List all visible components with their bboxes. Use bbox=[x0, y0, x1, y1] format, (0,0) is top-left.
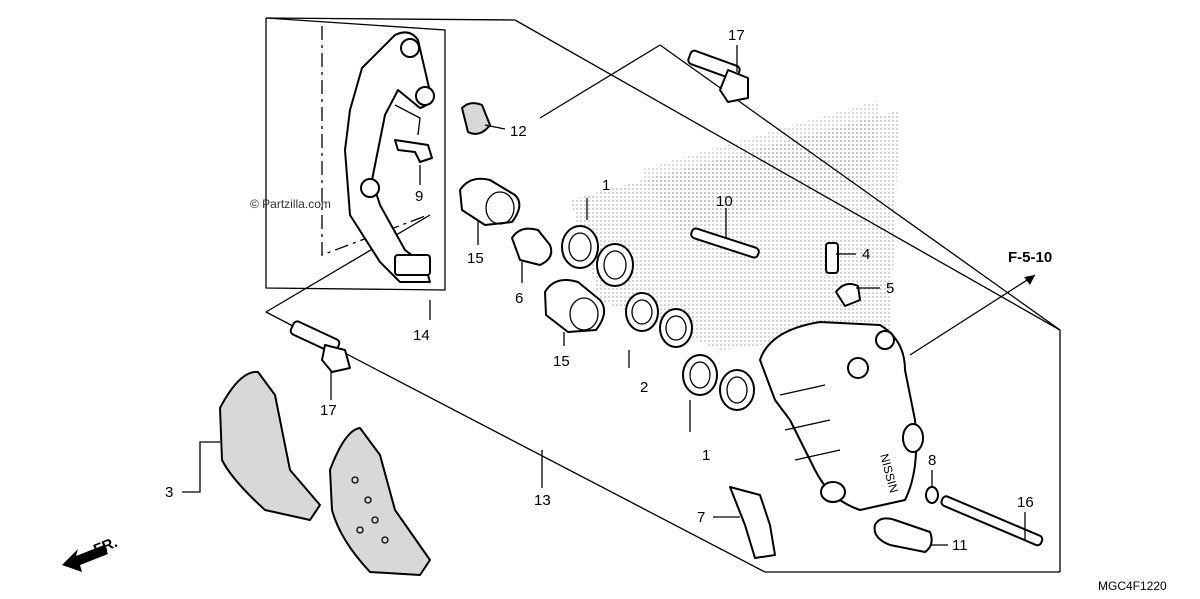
callout-4: 4 bbox=[862, 246, 870, 263]
front-direction-arrow bbox=[62, 545, 108, 572]
caliper-bracket-14[interactable] bbox=[344, 31, 435, 283]
piston-6[interactable] bbox=[511, 227, 553, 266]
watermark-text: © Partzilla.com bbox=[250, 197, 331, 211]
bleeder-screw-4[interactable] bbox=[825, 242, 839, 274]
pad-spring-9[interactable] bbox=[394, 139, 433, 163]
piston-seal-2[interactable] bbox=[625, 292, 693, 348]
pad-spring-7[interactable] bbox=[729, 486, 776, 559]
callout-8: 8 bbox=[928, 452, 936, 469]
brake-pads-3[interactable] bbox=[219, 370, 431, 576]
callout-11: 11 bbox=[952, 537, 968, 554]
callout-17-lower: 17 bbox=[320, 402, 337, 419]
callout-17-upper: 17 bbox=[728, 27, 745, 44]
callouts: 17 12 9 1 10 4 5 F-5-10 15 6 15 2 14 17 … bbox=[165, 27, 1052, 554]
callout-10: 10 bbox=[716, 193, 733, 210]
pin-bolt-10[interactable] bbox=[690, 227, 760, 259]
piston-15-upper[interactable] bbox=[459, 177, 521, 226]
callout-12: 12 bbox=[510, 123, 527, 140]
piston-seal-1-lower[interactable] bbox=[682, 354, 755, 411]
leader-lines bbox=[182, 45, 1036, 546]
pin-16[interactable] bbox=[940, 495, 1044, 547]
callout-15-upper: 15 bbox=[467, 250, 484, 267]
piston-15-lower[interactable] bbox=[544, 279, 606, 333]
bolt-17-upper[interactable] bbox=[687, 49, 749, 103]
callout-5: 5 bbox=[886, 280, 894, 297]
boot-12[interactable] bbox=[461, 102, 491, 135]
direction-label: FR. bbox=[91, 534, 120, 559]
bolt-17-lower[interactable] bbox=[289, 320, 351, 373]
callout-14: 14 bbox=[413, 327, 430, 344]
callout-1-upper: 1 bbox=[602, 177, 610, 194]
callout-9: 9 bbox=[415, 188, 423, 205]
bleeder-cap-5[interactable] bbox=[835, 283, 861, 307]
callout-15-lower: 15 bbox=[553, 353, 570, 370]
piston-seal-1-upper[interactable] bbox=[561, 225, 634, 287]
callout-6: 6 bbox=[515, 290, 523, 307]
callout-7: 7 bbox=[697, 509, 705, 526]
callout-16: 16 bbox=[1017, 494, 1034, 511]
reference-label: F-5-10 bbox=[1008, 249, 1052, 266]
callout-1-lower: 1 bbox=[702, 447, 710, 464]
washer-8[interactable] bbox=[925, 486, 939, 504]
background-wing-stipple bbox=[570, 100, 900, 350]
diagram-code: MGC4F1220 bbox=[1098, 579, 1167, 593]
caliper-body[interactable]: NISSIN bbox=[759, 321, 924, 511]
callout-2: 2 bbox=[640, 379, 648, 396]
sleeve-11[interactable] bbox=[873, 517, 933, 553]
callout-13: 13 bbox=[534, 492, 551, 509]
callout-3: 3 bbox=[165, 484, 173, 501]
